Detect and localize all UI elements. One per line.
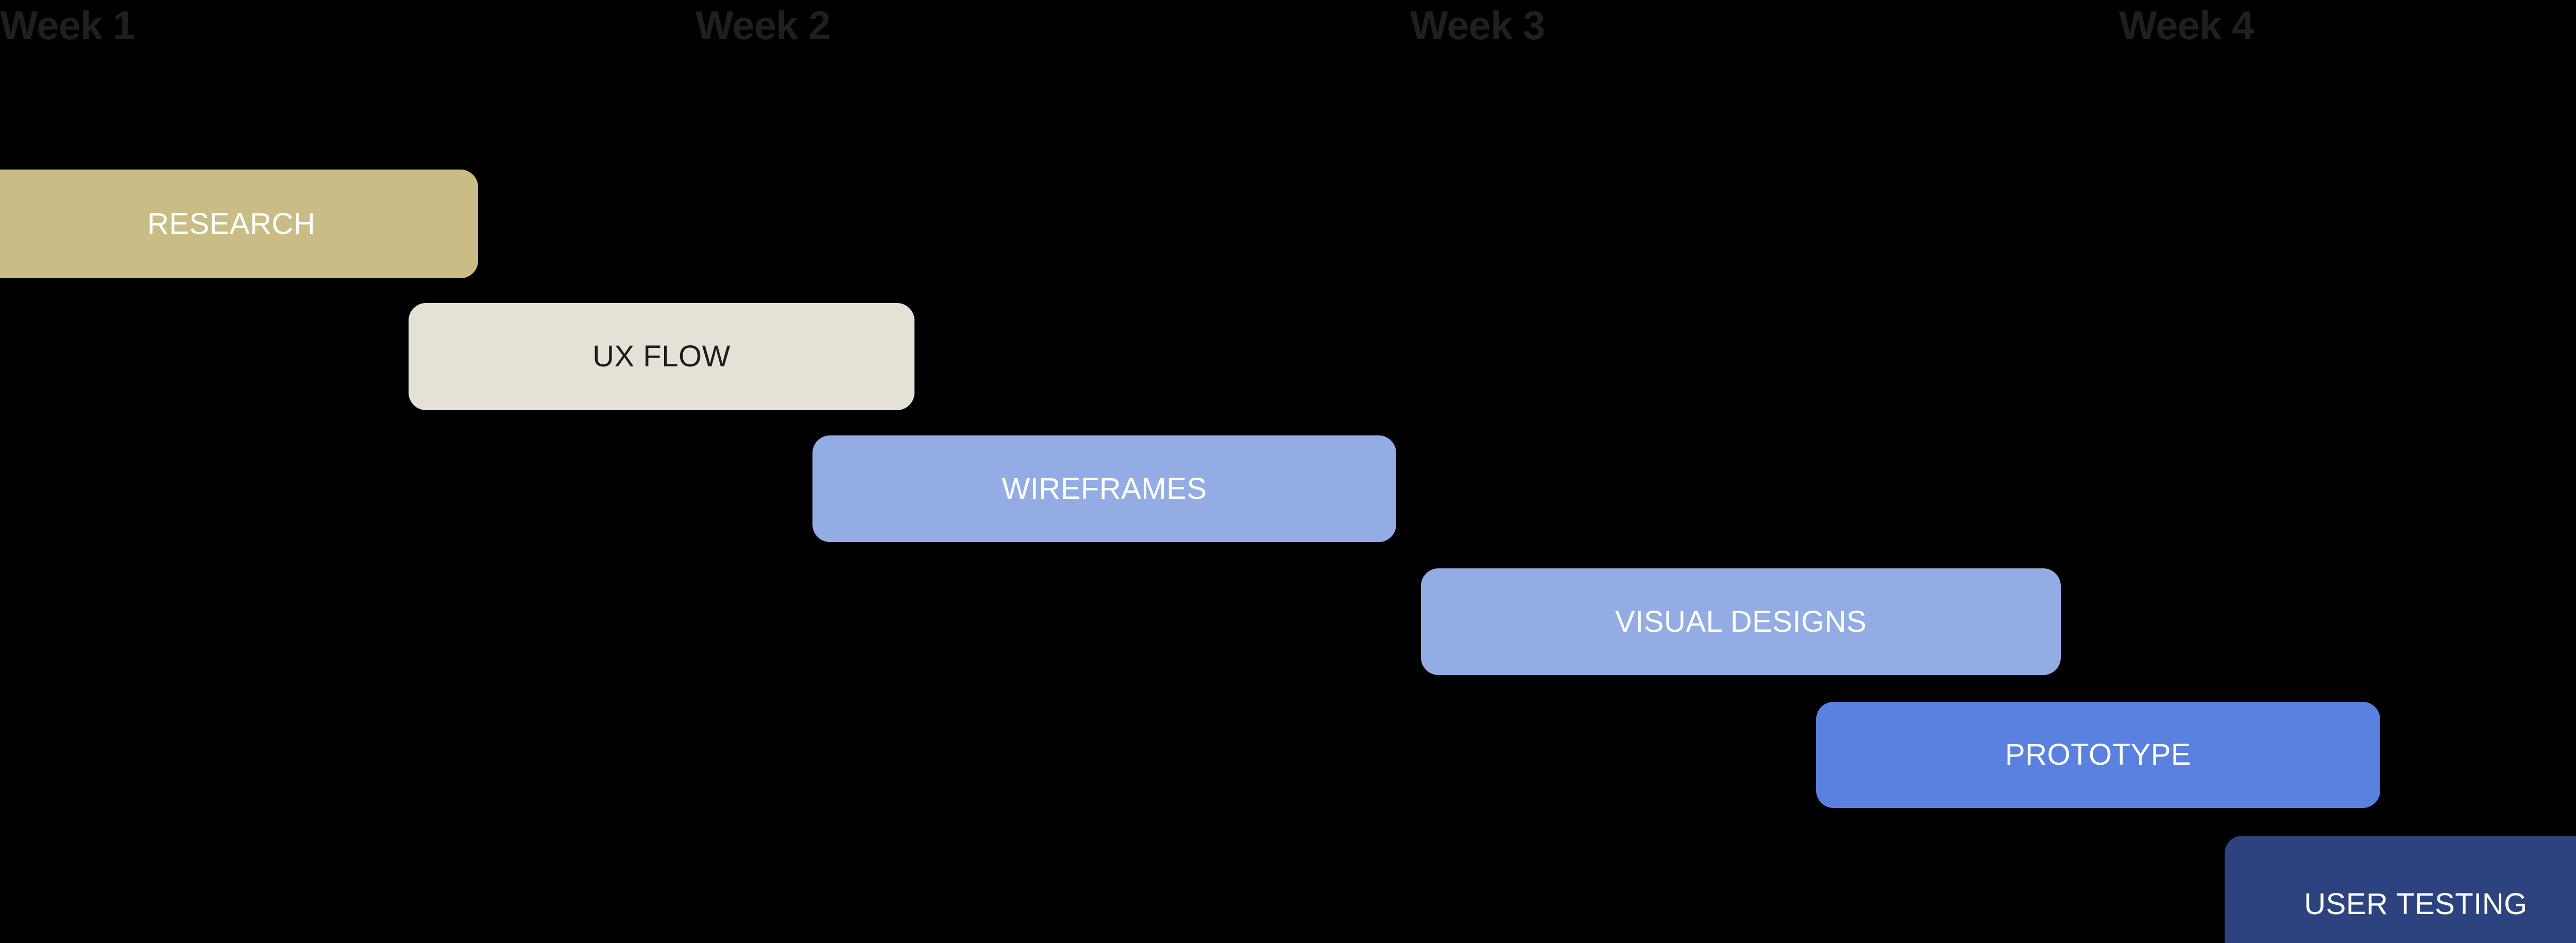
axis-tick-week-2: Week 2 — [696, 3, 831, 48]
gantt-bar-prototype[interactable]: PROTOTYPE — [1816, 702, 2380, 808]
gantt-bar-label-wireframes: WIREFRAMES — [1002, 472, 1207, 506]
gantt-bar-label-prototype: PROTOTYPE — [2005, 738, 2192, 771]
axis-tick-week-4: Week 4 — [2119, 3, 2254, 48]
gantt-bar-research[interactable]: RESEARCH — [0, 170, 478, 278]
gantt-bar-wireframes[interactable]: WIREFRAMES — [812, 435, 1396, 542]
gantt-bar-label-user-testing: USER TESTING — [2304, 887, 2528, 921]
axis-tick-week-3: Week 3 — [1410, 3, 1545, 48]
gantt-bar-ux-flow[interactable]: UX FLOW — [409, 303, 914, 410]
gantt-bar-label-visual-designs: VISUAL DESIGNS — [1615, 604, 1867, 638]
axis-tick-week-1: Week 1 — [0, 3, 135, 48]
gantt-bar-label-research: RESEARCH — [147, 207, 316, 241]
gantt-bar-user-testing[interactable]: USER TESTING — [2225, 836, 2576, 943]
gantt-bar-label-ux-flow: UX FLOW — [592, 340, 731, 373]
gantt-bar-visual-designs[interactable]: VISUAL DESIGNS — [1421, 568, 2061, 675]
